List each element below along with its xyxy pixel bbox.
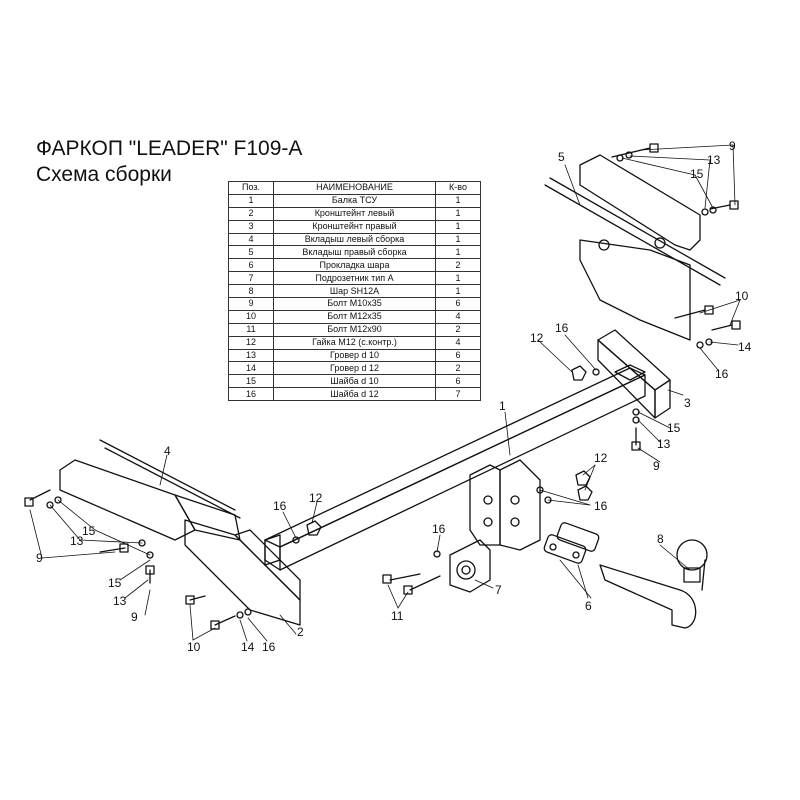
row-quantity: 7 <box>435 387 481 402</box>
callout-12-left-center: 12 <box>309 491 323 505</box>
callout-16-right: 16 <box>715 367 729 381</box>
callout-15-top-right: 15 <box>690 167 704 181</box>
callout-15-right-lower: 15 <box>667 421 681 435</box>
diagram-title: ФАРКОП "LEADER" F109-A <box>36 137 303 160</box>
ball-mount-plates <box>469 459 541 551</box>
left-insert <box>59 439 241 541</box>
row-name: Шайба d 12 <box>273 387 436 402</box>
callout-9-top-right: 9 <box>729 139 736 153</box>
right-insert <box>544 154 726 341</box>
callout-14-right: 14 <box>738 340 752 354</box>
callout-9-left-lower: 9 <box>131 610 138 624</box>
bolts <box>24 143 741 630</box>
callout-12-center: 12 <box>594 451 608 465</box>
callout-9-right-lower: 9 <box>653 459 660 473</box>
callout-labels: 1 2 3 4 5 6 7 8 9 13 15 10 14 16 12 16 1… <box>36 139 752 654</box>
callout-9-left: 9 <box>36 551 43 565</box>
callout-16-center: 16 <box>594 499 608 513</box>
parts-table-header: Поз. НАИМЕНОВАНИЕ К-во <box>228 181 481 195</box>
callout-1: 1 <box>499 399 506 413</box>
callout-7: 7 <box>495 583 502 597</box>
callout-14-left: 14 <box>241 640 255 654</box>
callout-6: 6 <box>585 599 592 613</box>
tow-bar-beam <box>264 364 646 571</box>
left-bracket <box>184 519 301 626</box>
callout-13-left: 13 <box>70 534 84 548</box>
washers-and-nuts <box>46 151 717 619</box>
socket-plate <box>449 539 491 593</box>
callout-4: 4 <box>164 444 171 458</box>
callout-3: 3 <box>684 396 691 410</box>
callout-8: 8 <box>657 532 664 546</box>
callout-11: 11 <box>391 609 404 623</box>
callout-2: 2 <box>297 625 304 639</box>
callout-12-right: 12 <box>530 331 544 345</box>
row-quantity: 1 <box>435 245 481 260</box>
callout-16-left-center: 16 <box>273 499 287 513</box>
callout-5: 5 <box>558 150 565 164</box>
tow-ball <box>599 539 708 629</box>
ball-spacers <box>543 522 600 564</box>
callout-15-left-lower: 15 <box>108 576 122 590</box>
callout-13-top-right: 13 <box>707 153 721 167</box>
callout-16-right-upper: 16 <box>555 321 569 335</box>
callout-13-right-lower: 13 <box>657 437 671 451</box>
callout-10-right: 10 <box>735 289 749 303</box>
right-bracket <box>597 329 671 419</box>
callout-13-left-lower: 13 <box>113 594 127 608</box>
callout-10-left: 10 <box>187 640 201 654</box>
callout-16-socket: 16 <box>432 522 446 536</box>
diagram-subtitle: Схема сборки <box>36 163 172 186</box>
callout-15-left: 15 <box>82 524 96 538</box>
leader-lines <box>29 144 741 642</box>
callout-16-left: 16 <box>262 640 276 654</box>
